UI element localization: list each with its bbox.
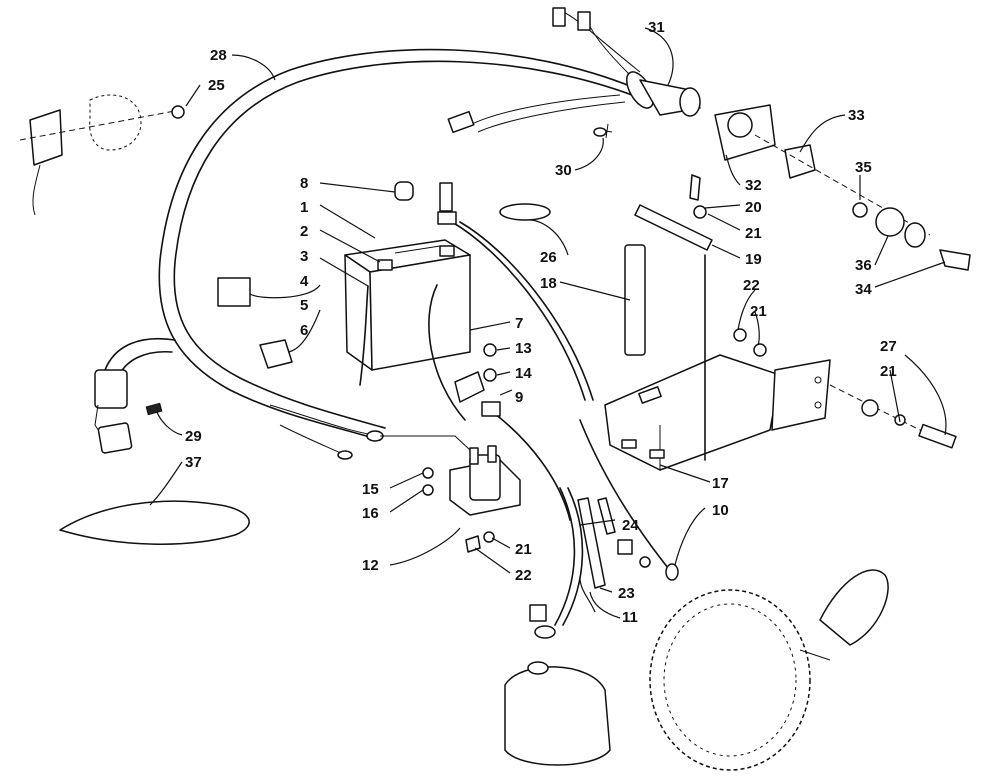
callout-5: 5 (300, 297, 308, 314)
starter-motor (504, 661, 611, 766)
callout-10: 10 (712, 502, 729, 519)
mount-bracket (19, 94, 185, 216)
callout-11: 11 (622, 609, 638, 626)
callout-8: 8 (300, 175, 308, 192)
callout-27: 27 (880, 338, 897, 355)
battery-tray (604, 354, 831, 471)
callout-4: 4 (300, 273, 309, 290)
callout-21-tray: 21 (750, 303, 767, 320)
protective-sleeve (577, 497, 606, 589)
starter-solenoid (380, 435, 521, 553)
callout-14: 14 (515, 365, 532, 382)
callout-21-solenoid: 21 (515, 541, 532, 558)
callout-12: 12 (362, 557, 379, 574)
fuse-wire (454, 343, 571, 521)
callout-25: 25 (208, 77, 225, 94)
callout-15: 15 (362, 481, 379, 498)
wiring-harness (94, 7, 646, 460)
callout-28: 28 (210, 47, 227, 64)
callout-24: 24 (622, 517, 639, 534)
wiring-clip (59, 500, 250, 545)
callout-1: 1 (300, 199, 308, 216)
callout-19: 19 (745, 251, 762, 268)
callout-9: 9 (515, 389, 523, 406)
callout-13: 13 (515, 340, 532, 357)
callout-21-bracket: 21 (745, 225, 762, 242)
ignition-switch (714, 104, 971, 271)
callout-32: 32 (745, 177, 762, 194)
battery-cables (359, 181, 669, 569)
ground-cable (617, 539, 679, 581)
terminal-cover (259, 339, 293, 369)
callout-22-solenoid: 22 (515, 567, 532, 584)
callout-23: 23 (618, 585, 635, 602)
hold-down-hardware (499, 174, 767, 461)
callout-36: 36 (855, 257, 872, 274)
callout-18: 18 (540, 275, 557, 292)
callout-21-bolt: 21 (880, 363, 897, 380)
battery (344, 239, 471, 371)
callout-29: 29 (185, 428, 202, 445)
callout-34: 34 (855, 281, 872, 298)
callout-33: 33 (848, 107, 865, 124)
callout-37: 37 (185, 454, 202, 471)
leader-lines (149, 27, 947, 619)
callout-labels: 8 1 2 3 4 5 6 7 13 14 9 15 16 12 21 22 2… (185, 19, 897, 626)
callout-2: 2 (300, 223, 308, 240)
callout-30: 30 (555, 162, 572, 179)
callout-3: 3 (300, 248, 308, 265)
starter-cable (529, 487, 584, 639)
callout-7: 7 (515, 315, 523, 332)
callout-16: 16 (362, 505, 379, 522)
harness-connector (593, 71, 701, 139)
decal (217, 277, 251, 307)
heat-shrink-tube (597, 497, 616, 535)
callout-20: 20 (745, 199, 762, 216)
callout-26: 26 (540, 249, 557, 266)
callout-35: 35 (855, 159, 872, 176)
drive-housing (649, 569, 889, 771)
callout-22-tray: 22 (743, 277, 760, 294)
callout-31: 31 (648, 19, 665, 36)
mounting-bolt (829, 384, 957, 449)
callout-6: 6 (300, 322, 308, 339)
callout-17: 17 (712, 475, 729, 492)
